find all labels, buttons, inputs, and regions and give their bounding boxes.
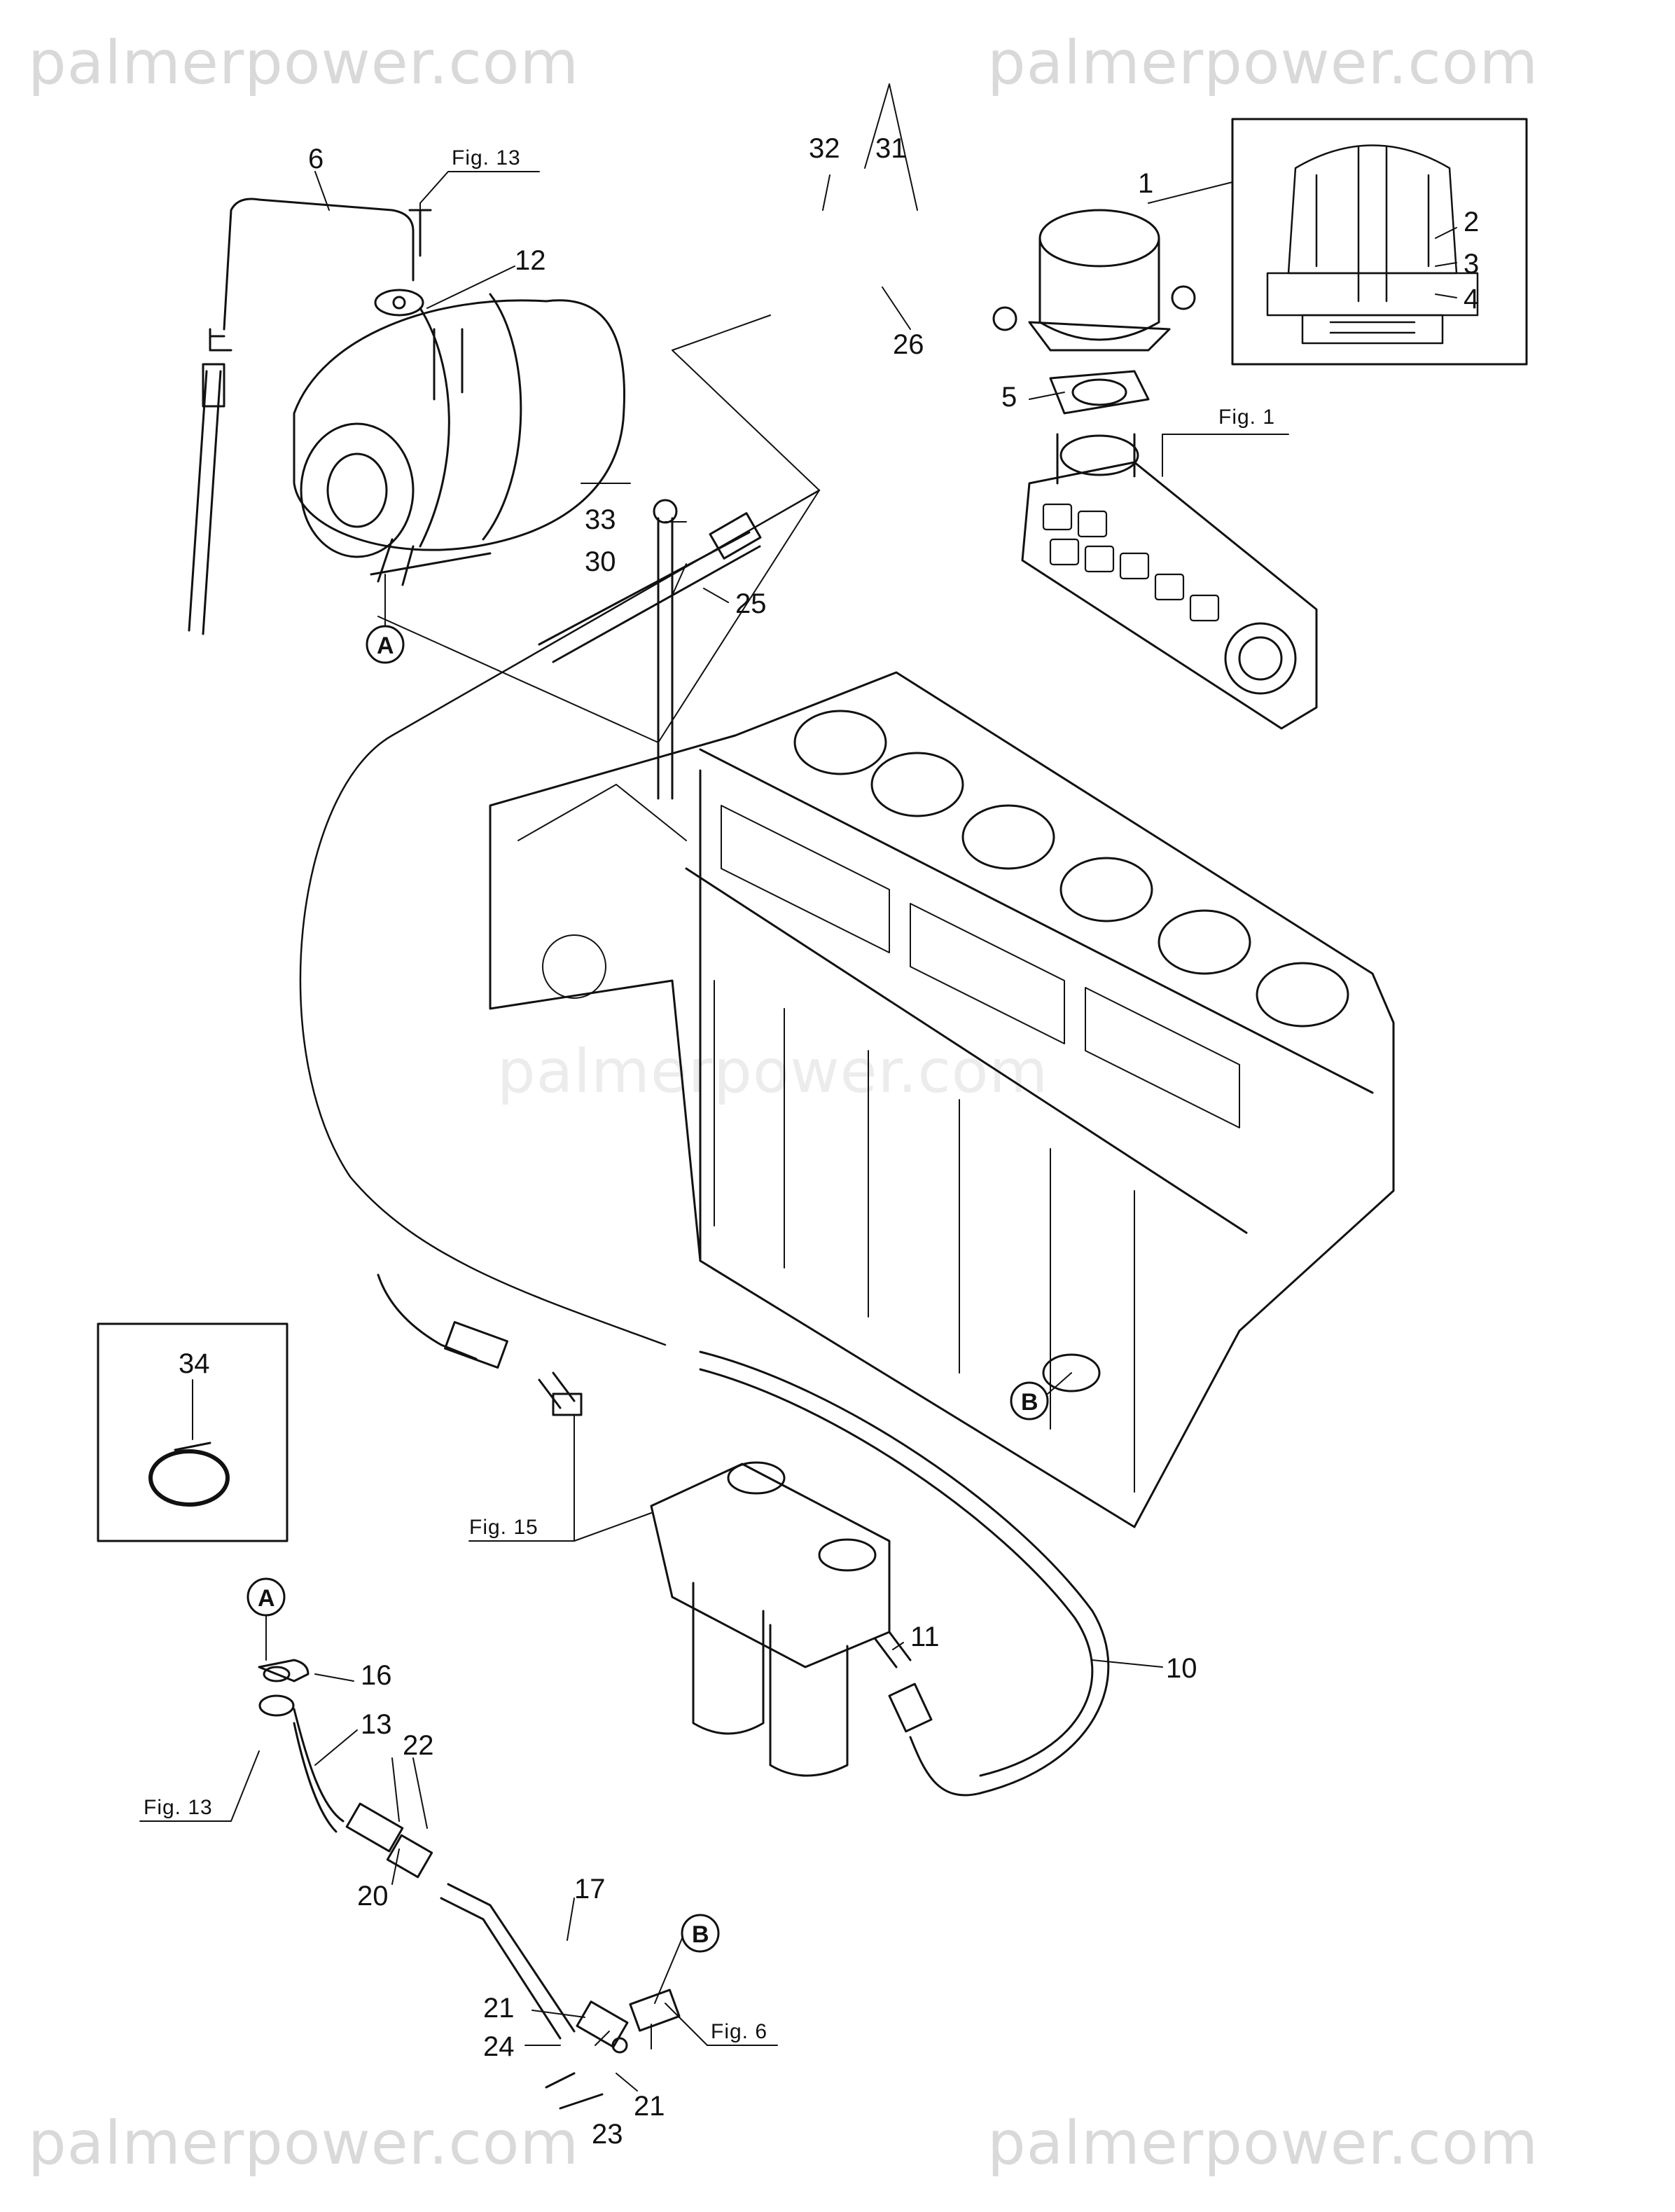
- oil-filter-assembly: [650, 1461, 891, 1777]
- marker-a-bottom: A: [258, 1585, 275, 1612]
- callout-33: 33: [585, 504, 616, 535]
- callout-10: 10: [1166, 1653, 1197, 1684]
- callout-11: 11: [910, 1622, 940, 1652]
- watermark-top-right: palmerpower.com: [987, 28, 1539, 98]
- oil-cooler-housing: [1021, 433, 1318, 730]
- callout-17: 17: [574, 1874, 606, 1905]
- callout-20: 20: [357, 1881, 389, 1912]
- marker-b-block-circle: [1010, 1381, 1049, 1420]
- watermark-bottom-right: palmerpower.com: [987, 2108, 1539, 2178]
- watermark-center: palmerpower.com: [497, 1037, 1049, 1107]
- fig-ref-1[interactable]: Fig. 1: [1218, 406, 1275, 429]
- pressure-switch: [538, 1371, 576, 1409]
- hose-left: [377, 1273, 478, 1360]
- marker-b-bottom: B: [692, 1921, 709, 1948]
- callout-34: 34: [179, 1348, 210, 1379]
- callout-5: 5: [1001, 382, 1017, 413]
- marker-b-bottom-circle: [681, 1914, 720, 1953]
- filter-detail-inset: [1231, 118, 1528, 366]
- marker-a-top: A: [377, 633, 394, 659]
- callout-26: 26: [893, 329, 924, 360]
- callout-22: 22: [403, 1730, 434, 1761]
- callout-6: 6: [308, 144, 324, 174]
- callout-30: 30: [585, 546, 616, 577]
- pipe-10: [699, 1350, 1110, 1797]
- marker-b-block: B: [1021, 1389, 1038, 1416]
- oil-filter-1: [992, 209, 1196, 352]
- callout-24: 24: [483, 2031, 515, 2062]
- clamp-inset: [97, 1322, 289, 1542]
- watermark-top-left: palmerpower.com: [28, 28, 580, 98]
- pipe-6: [223, 198, 415, 331]
- flange-12: [374, 289, 424, 317]
- callout-31: 31: [875, 133, 907, 164]
- fig-ref-13-top[interactable]: Fig. 13: [452, 146, 521, 170]
- lower-pipe-assembly: [258, 1659, 681, 2110]
- fig-ref-13-bottom[interactable]: Fig. 13: [144, 1796, 213, 1819]
- callout-32: 32: [809, 133, 840, 164]
- callout-16: 16: [361, 1660, 392, 1691]
- callout-23: 23: [592, 2119, 623, 2150]
- fig-ref-6[interactable]: Fig. 6: [711, 2020, 767, 2043]
- clamp-34: [148, 1449, 230, 1507]
- callout-2: 2: [1464, 207, 1479, 237]
- hose-from-6: [188, 370, 222, 635]
- callout-1: 1: [1138, 168, 1153, 199]
- callout-3: 3: [1464, 249, 1479, 279]
- fitting-11: [874, 1631, 912, 1668]
- callout-13: 13: [361, 1709, 392, 1740]
- callout-4: 4: [1464, 284, 1479, 314]
- callout-25: 25: [735, 588, 767, 619]
- cylinder-block: [489, 671, 1395, 1528]
- gasket-5: [1049, 370, 1150, 415]
- fig-ref-15[interactable]: Fig. 15: [469, 1516, 538, 1539]
- callout-21-b: 21: [634, 2091, 665, 2122]
- turbocharger: [293, 293, 625, 586]
- pipe-25: [538, 531, 761, 663]
- callout-21-a: 21: [483, 1993, 515, 2024]
- watermark-bottom-left: palmerpower.com: [28, 2108, 580, 2178]
- callout-12: 12: [515, 245, 546, 276]
